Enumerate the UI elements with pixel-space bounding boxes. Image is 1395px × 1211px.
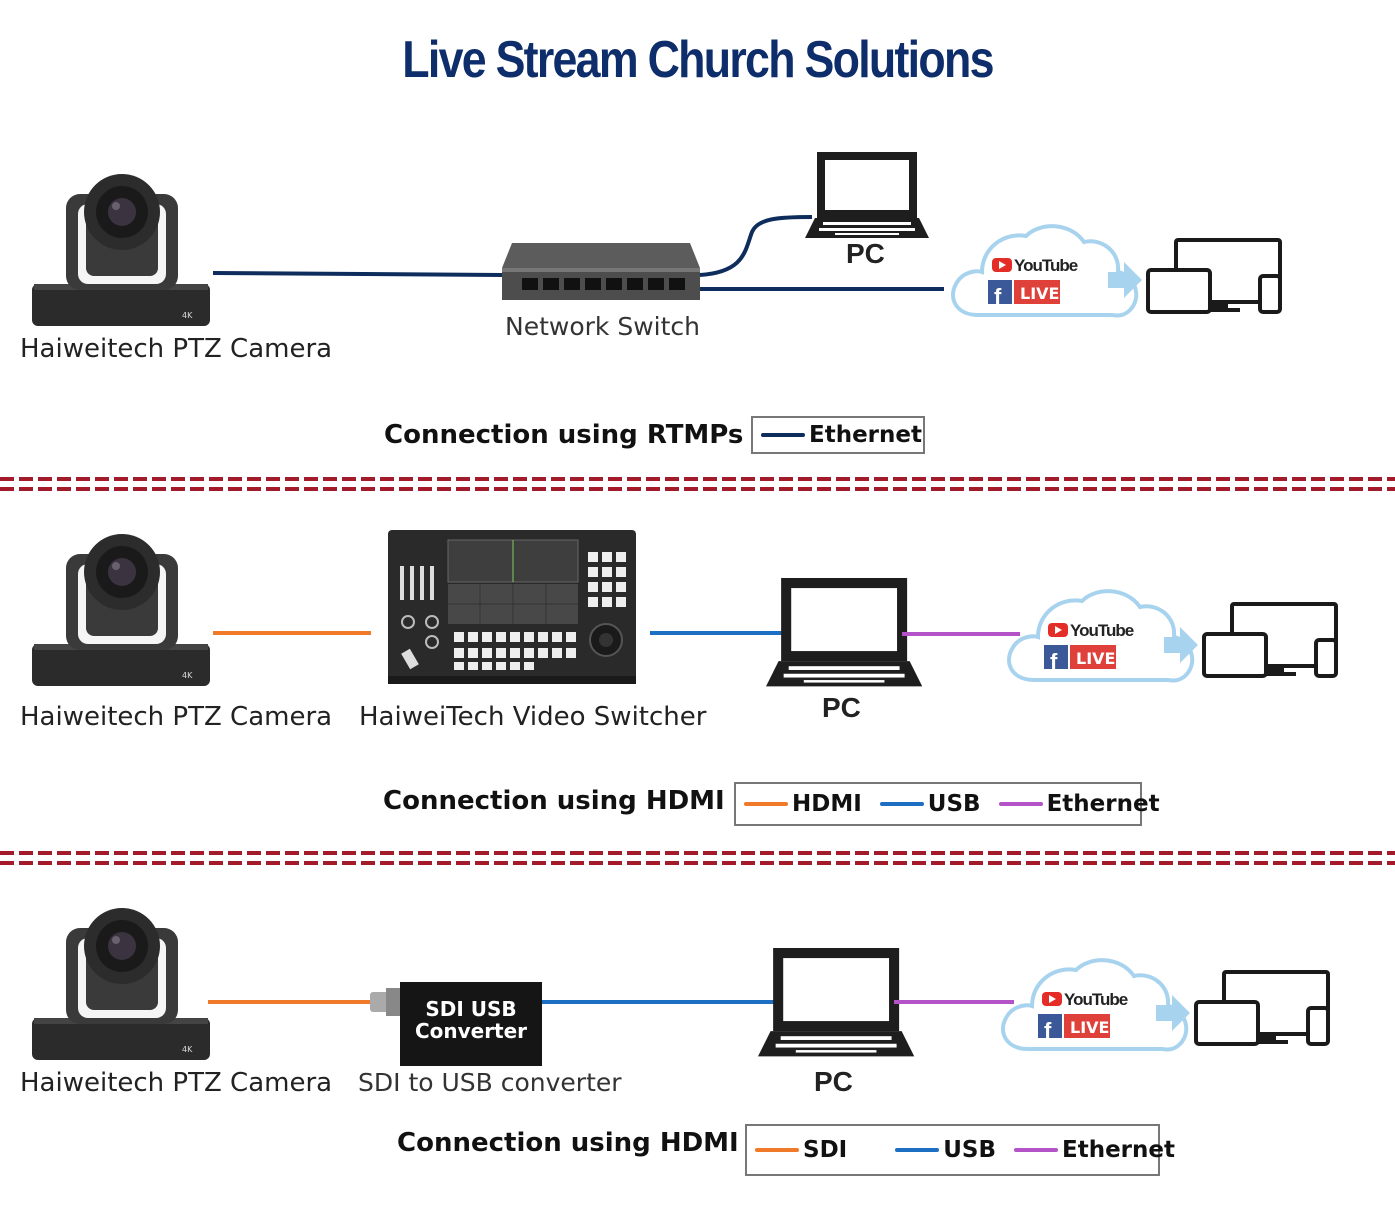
legend-line xyxy=(895,1148,940,1152)
section-divider xyxy=(0,851,1395,865)
laptop-icon xyxy=(805,152,929,238)
devices-icon xyxy=(1194,970,1330,1046)
camera-label: Haiweitech PTZ Camera xyxy=(20,702,333,732)
legend-item-ethernet: Ethernet xyxy=(1014,1137,1175,1163)
pc-label: PC xyxy=(846,238,885,269)
section-divider xyxy=(0,477,1395,491)
ptz-camera-icon xyxy=(32,908,210,1060)
video-switcher-label: HaiweiTech Video Switcher xyxy=(359,702,707,732)
cloud-icon xyxy=(950,224,1139,318)
network-switch-label: Network Switch xyxy=(505,312,700,341)
connection-label: Connection using HDMI xyxy=(383,786,725,816)
devices-icon xyxy=(1146,238,1282,314)
sdi-converter-label: SDI USB Converter xyxy=(400,998,542,1042)
legend-line xyxy=(879,802,924,806)
cloud-icon xyxy=(1000,958,1189,1052)
page-title: Live Stream Church Solutions xyxy=(402,31,994,89)
video-switcher-icon xyxy=(388,530,636,684)
legend-item-ethernet: Ethernet xyxy=(761,422,922,448)
pc-label: PC xyxy=(814,1066,853,1097)
connection-label: Connection using HDMI xyxy=(397,1128,739,1158)
legend-line xyxy=(998,802,1043,806)
sdi-converter-text-1: SDI USB xyxy=(425,997,517,1021)
laptop-icon xyxy=(758,948,915,1057)
section-rtmp xyxy=(32,152,1282,326)
sdi-converter-icon xyxy=(370,982,542,1066)
ethernet-cable xyxy=(212,271,503,277)
legend-item-sdi: SDI xyxy=(755,1137,847,1163)
legend-item-usb: USB xyxy=(879,791,981,817)
camera-label: Haiweitech PTZ Camera xyxy=(20,334,333,364)
ptz-camera-icon xyxy=(32,534,210,686)
section-sdi xyxy=(32,908,1330,1066)
legend-line xyxy=(744,802,788,806)
sdi-converter-text-2: Converter xyxy=(414,1019,528,1043)
legend-line xyxy=(761,433,805,437)
legend-line xyxy=(1014,1148,1058,1152)
network-switch-icon xyxy=(502,243,700,300)
sdi-converter-caption: SDI to USB converter xyxy=(358,1068,622,1097)
cloud-icon xyxy=(1006,589,1195,683)
camera-label: Haiweitech PTZ Camera xyxy=(20,1068,333,1098)
legend-item-hdmi: HDMI xyxy=(744,791,862,817)
devices-icon xyxy=(1202,602,1338,678)
legend: HDMI USB Ethernet xyxy=(734,782,1160,826)
laptop-icon xyxy=(766,578,923,687)
ptz-camera-icon xyxy=(32,174,210,326)
section-hdmi xyxy=(32,530,1338,687)
legend-item-ethernet: Ethernet xyxy=(998,791,1160,817)
legend: Ethernet xyxy=(751,416,925,454)
legend-line xyxy=(755,1148,799,1152)
legend: SDI USB Ethernet xyxy=(745,1124,1175,1176)
pc-label: PC xyxy=(822,692,861,723)
legend-item-usb: USB xyxy=(895,1137,996,1163)
connection-label: Connection using RTMPs xyxy=(384,420,744,450)
ethernet-cable xyxy=(699,215,813,277)
